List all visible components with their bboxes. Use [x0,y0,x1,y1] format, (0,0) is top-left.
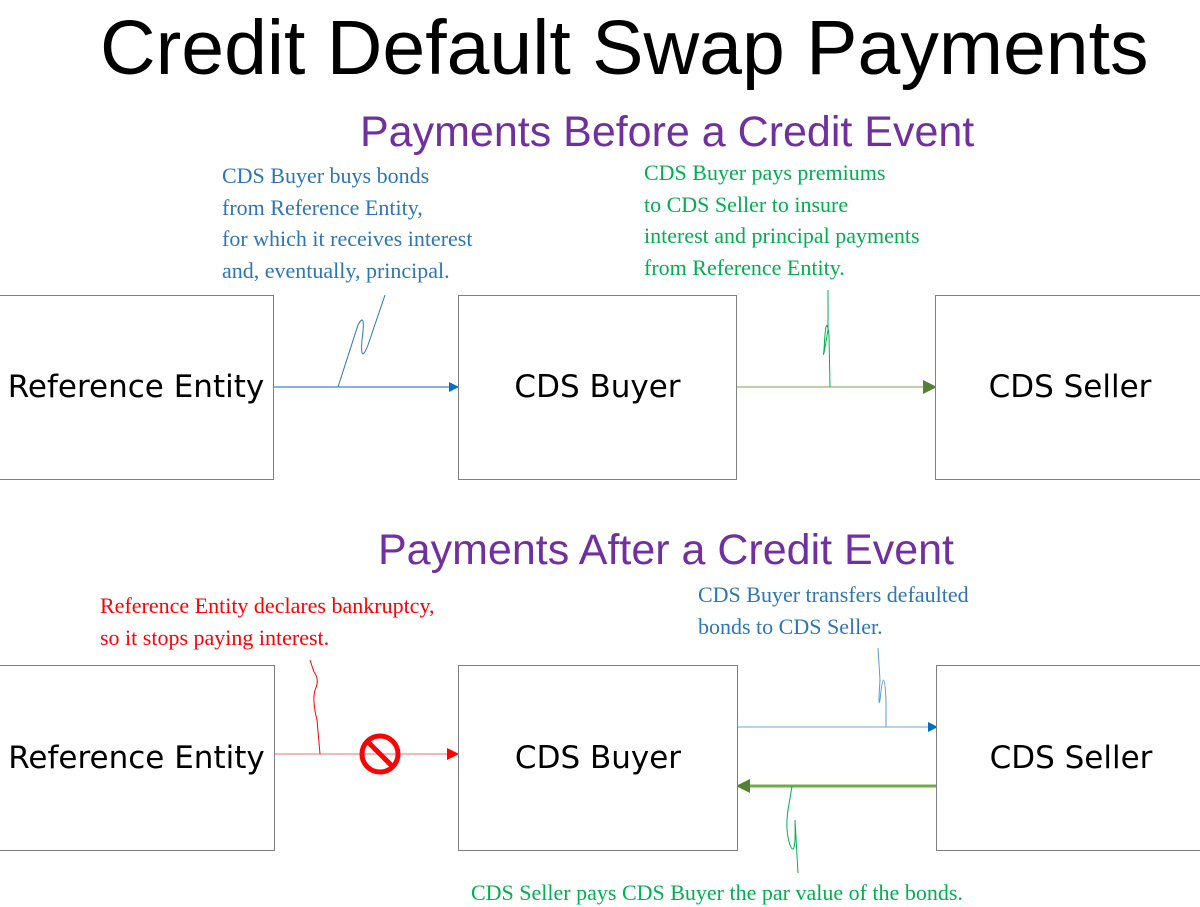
arrow-seller-to-buyer-par-value [736,779,937,874]
box-cds-seller-before: CDS Seller [935,295,1200,480]
note-transfer-bonds: CDS Buyer transfers defaulted bonds to C… [698,579,969,642]
note-line: CDS Buyer buys bonds [222,163,430,188]
no-entry-icon [359,733,401,775]
note-line: CDS Seller pays CDS Buyer the par value … [471,880,963,905]
box-reference-entity-after: Reference Entity [0,665,275,851]
arrow-buyer-to-seller-bonds [737,647,938,732]
note-buyer-buys-bonds: CDS Buyer buys bonds from Reference Enti… [222,160,472,286]
note-par-value: CDS Seller pays CDS Buyer the par value … [471,877,963,907]
box-cds-buyer-before: CDS Buyer [458,295,737,480]
note-line: CDS Buyer transfers defaulted [698,582,969,607]
note-line: for which it receives interest [222,226,473,251]
box-reference-entity-before: Reference Entity [0,295,274,480]
arrow-buyer-to-seller-premiums [736,290,937,394]
arrow-reference-to-buyer-blocked [274,659,459,760]
box-cds-buyer-after: CDS Buyer [458,665,738,851]
note-line: from Reference Entity, [222,194,423,220]
note-line: bonds to CDS Seller. [698,613,883,639]
note-line: CDS Buyer pays premiums [644,160,886,185]
page-title: Credit Default Swap Payments [100,5,1149,91]
note-line: and, eventually, principal. [222,257,450,283]
arrow-reference-to-buyer-interest [274,294,459,392]
box-cds-seller-after: CDS Seller [936,665,1200,851]
before-heading: Payments Before a Credit Event [360,108,975,156]
note-line: interest and principal payments [644,223,920,248]
after-heading: Payments After a Credit Event [378,526,954,574]
note-buyer-pays-premiums: CDS Buyer pays premiums to CDS Seller to… [644,157,920,283]
note-line: to CDS Seller to insure [644,191,849,217]
note-line: from Reference Entity. [644,254,845,280]
note-line: so it stops paying interest. [100,624,330,650]
note-line: Reference Entity declares bankruptcy, [100,593,435,618]
note-bankruptcy: Reference Entity declares bankruptcy, so… [100,590,435,653]
